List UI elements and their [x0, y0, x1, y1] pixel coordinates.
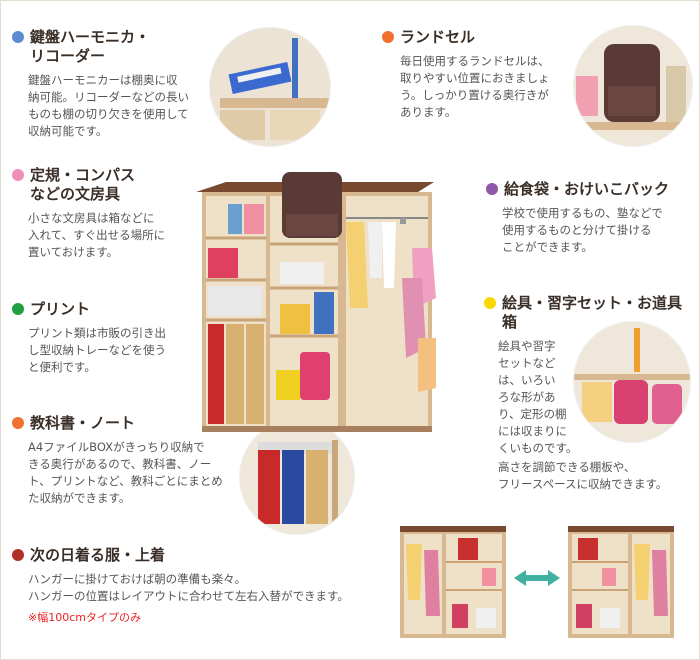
clothes-title: 次の日着る服・上着	[30, 546, 166, 564]
bags-title: 給食袋・おけいこバック	[504, 180, 670, 198]
section-print: プリント プリント類は市販の引き出 し型収納トレーなどを使う と便利です。	[12, 300, 192, 376]
stationery-line: 入れて、すぐ出せる場所に	[28, 228, 166, 242]
bags-line: ことができます。	[502, 240, 593, 254]
orange-dot-icon	[382, 31, 394, 43]
bags-line: 学校で使用するもの、塾などで	[502, 206, 663, 220]
randoseru-photo	[574, 26, 692, 146]
textbook-line: た収納ができます。	[28, 491, 131, 505]
harmonica-title-line1: 鍵盤ハーモニカ・	[30, 28, 151, 46]
tools-photo-illustration	[574, 322, 690, 442]
orange-dot-icon	[12, 417, 24, 429]
tools-line: り、定形の棚	[498, 407, 567, 421]
randoseru-line: あります。	[400, 105, 457, 119]
clothes-line: ハンガーに掛けておけば朝の準備も楽々。	[28, 572, 247, 586]
tools-photo	[574, 322, 690, 442]
section-tools: 絵具・習字セット・お道具箱 絵具や習字 セットなど は、いろい ろな形があ り、…	[484, 294, 696, 493]
section-clothes: 次の日着る服・上着 ハンガーに掛けておけば朝の準備も楽々。 ハンガーの位置はレイ…	[12, 546, 392, 626]
blue-dot-icon	[12, 31, 24, 43]
textbook-title: 教科書・ノート	[30, 414, 136, 432]
harmonica-photo-illustration	[210, 28, 330, 146]
harmonica-line: 納可能。リコーダーなどの長い	[28, 90, 189, 104]
section-textbook: 教科書・ノート A4ファイルBOXがきっちり収納で きる奥行があるので、教科書、…	[12, 414, 242, 507]
randoseru-line: う。しっかり置ける奥行きが	[400, 88, 549, 102]
clothes-note: ※幅100cmタイプのみ	[28, 611, 141, 624]
tools-line: ろな形があ	[498, 390, 556, 404]
textbook-line: A4ファイルBOXがきっちり収納で	[28, 440, 205, 454]
harmonica-line: 鍵盤ハーモニカーは棚奥に収	[28, 73, 178, 87]
tools-line: は、いろい	[498, 373, 556, 387]
print-title: プリント	[30, 300, 91, 318]
tools-line: には収まりに	[498, 424, 567, 438]
print-line: プリント類は市販の引き出	[28, 326, 166, 340]
green-dot-icon	[12, 303, 24, 315]
section-randoseru: ランドセル 毎日使用するランドセルは、 取りやすい位置におきましょ う。しっかり…	[382, 28, 582, 121]
textbook-line: ト、プリントなど、教科ごとにまとめ	[28, 474, 223, 488]
layout-left-illustration	[400, 526, 506, 638]
darkred-dot-icon	[12, 549, 24, 561]
stationery-line: 置いておけます。	[28, 245, 119, 259]
print-line: と便利です。	[28, 360, 96, 374]
randoseru-title: ランドセル	[400, 28, 476, 46]
tools-line: 絵具や習字	[498, 339, 556, 353]
print-line: し型収納トレーなどを使う	[28, 343, 166, 357]
randoseru-line: 毎日使用するランドセルは、	[400, 54, 550, 68]
bags-line: 使用するものと分けて掛ける	[502, 223, 652, 237]
randoseru-photo-illustration	[574, 26, 692, 146]
harmonica-title-line2: リコーダー	[30, 47, 106, 65]
purple-dot-icon	[486, 183, 498, 195]
harmonica-line: ものも棚の切り欠きを使用して	[28, 107, 189, 121]
tools-line: 高さを調節できる棚板や、	[498, 460, 636, 474]
tools-line: くいものです。	[498, 441, 578, 455]
section-stationery: 定規・コンパス などの文房具 小さな文房具は箱などに 入れて、すぐ出せる場所に …	[12, 166, 192, 261]
tools-line: セットなど	[498, 356, 556, 370]
textbook-photo	[240, 420, 354, 534]
layout-right-illustration	[568, 526, 674, 638]
stationery-line: 小さな文房具は箱などに	[28, 211, 155, 225]
section-bags: 給食袋・おけいこバック 学校で使用するもの、塾などで 使用するものと分けて掛ける…	[486, 180, 696, 256]
harmonica-photo	[210, 28, 330, 146]
stationery-title-line2: などの文房具	[30, 185, 121, 203]
double-arrow-icon	[514, 570, 560, 586]
tools-title: 絵具・習字セット・お道具箱	[502, 294, 683, 331]
textbook-photo-illustration	[240, 420, 354, 534]
clothes-line: ハンガーの位置はレイアウトに合わせて左右入替ができます。	[28, 589, 349, 603]
main-shelf-illustration	[196, 172, 436, 432]
randoseru-line: 取りやすい位置におきましょ	[400, 71, 550, 85]
textbook-line: きる奥行があるので、教科書、ノー	[28, 457, 212, 471]
stationery-title-line1: 定規・コンパス	[30, 166, 136, 184]
harmonica-line: 収納可能です。	[28, 124, 108, 138]
yellow-dot-icon	[484, 297, 496, 309]
tools-line: フリースペースに収納できます。	[498, 477, 668, 491]
section-harmonica: 鍵盤ハーモニカ・ リコーダー 鍵盤ハーモニカーは棚奥に収 納可能。リコーダーなど…	[12, 28, 212, 140]
pink-dot-icon	[12, 169, 24, 181]
